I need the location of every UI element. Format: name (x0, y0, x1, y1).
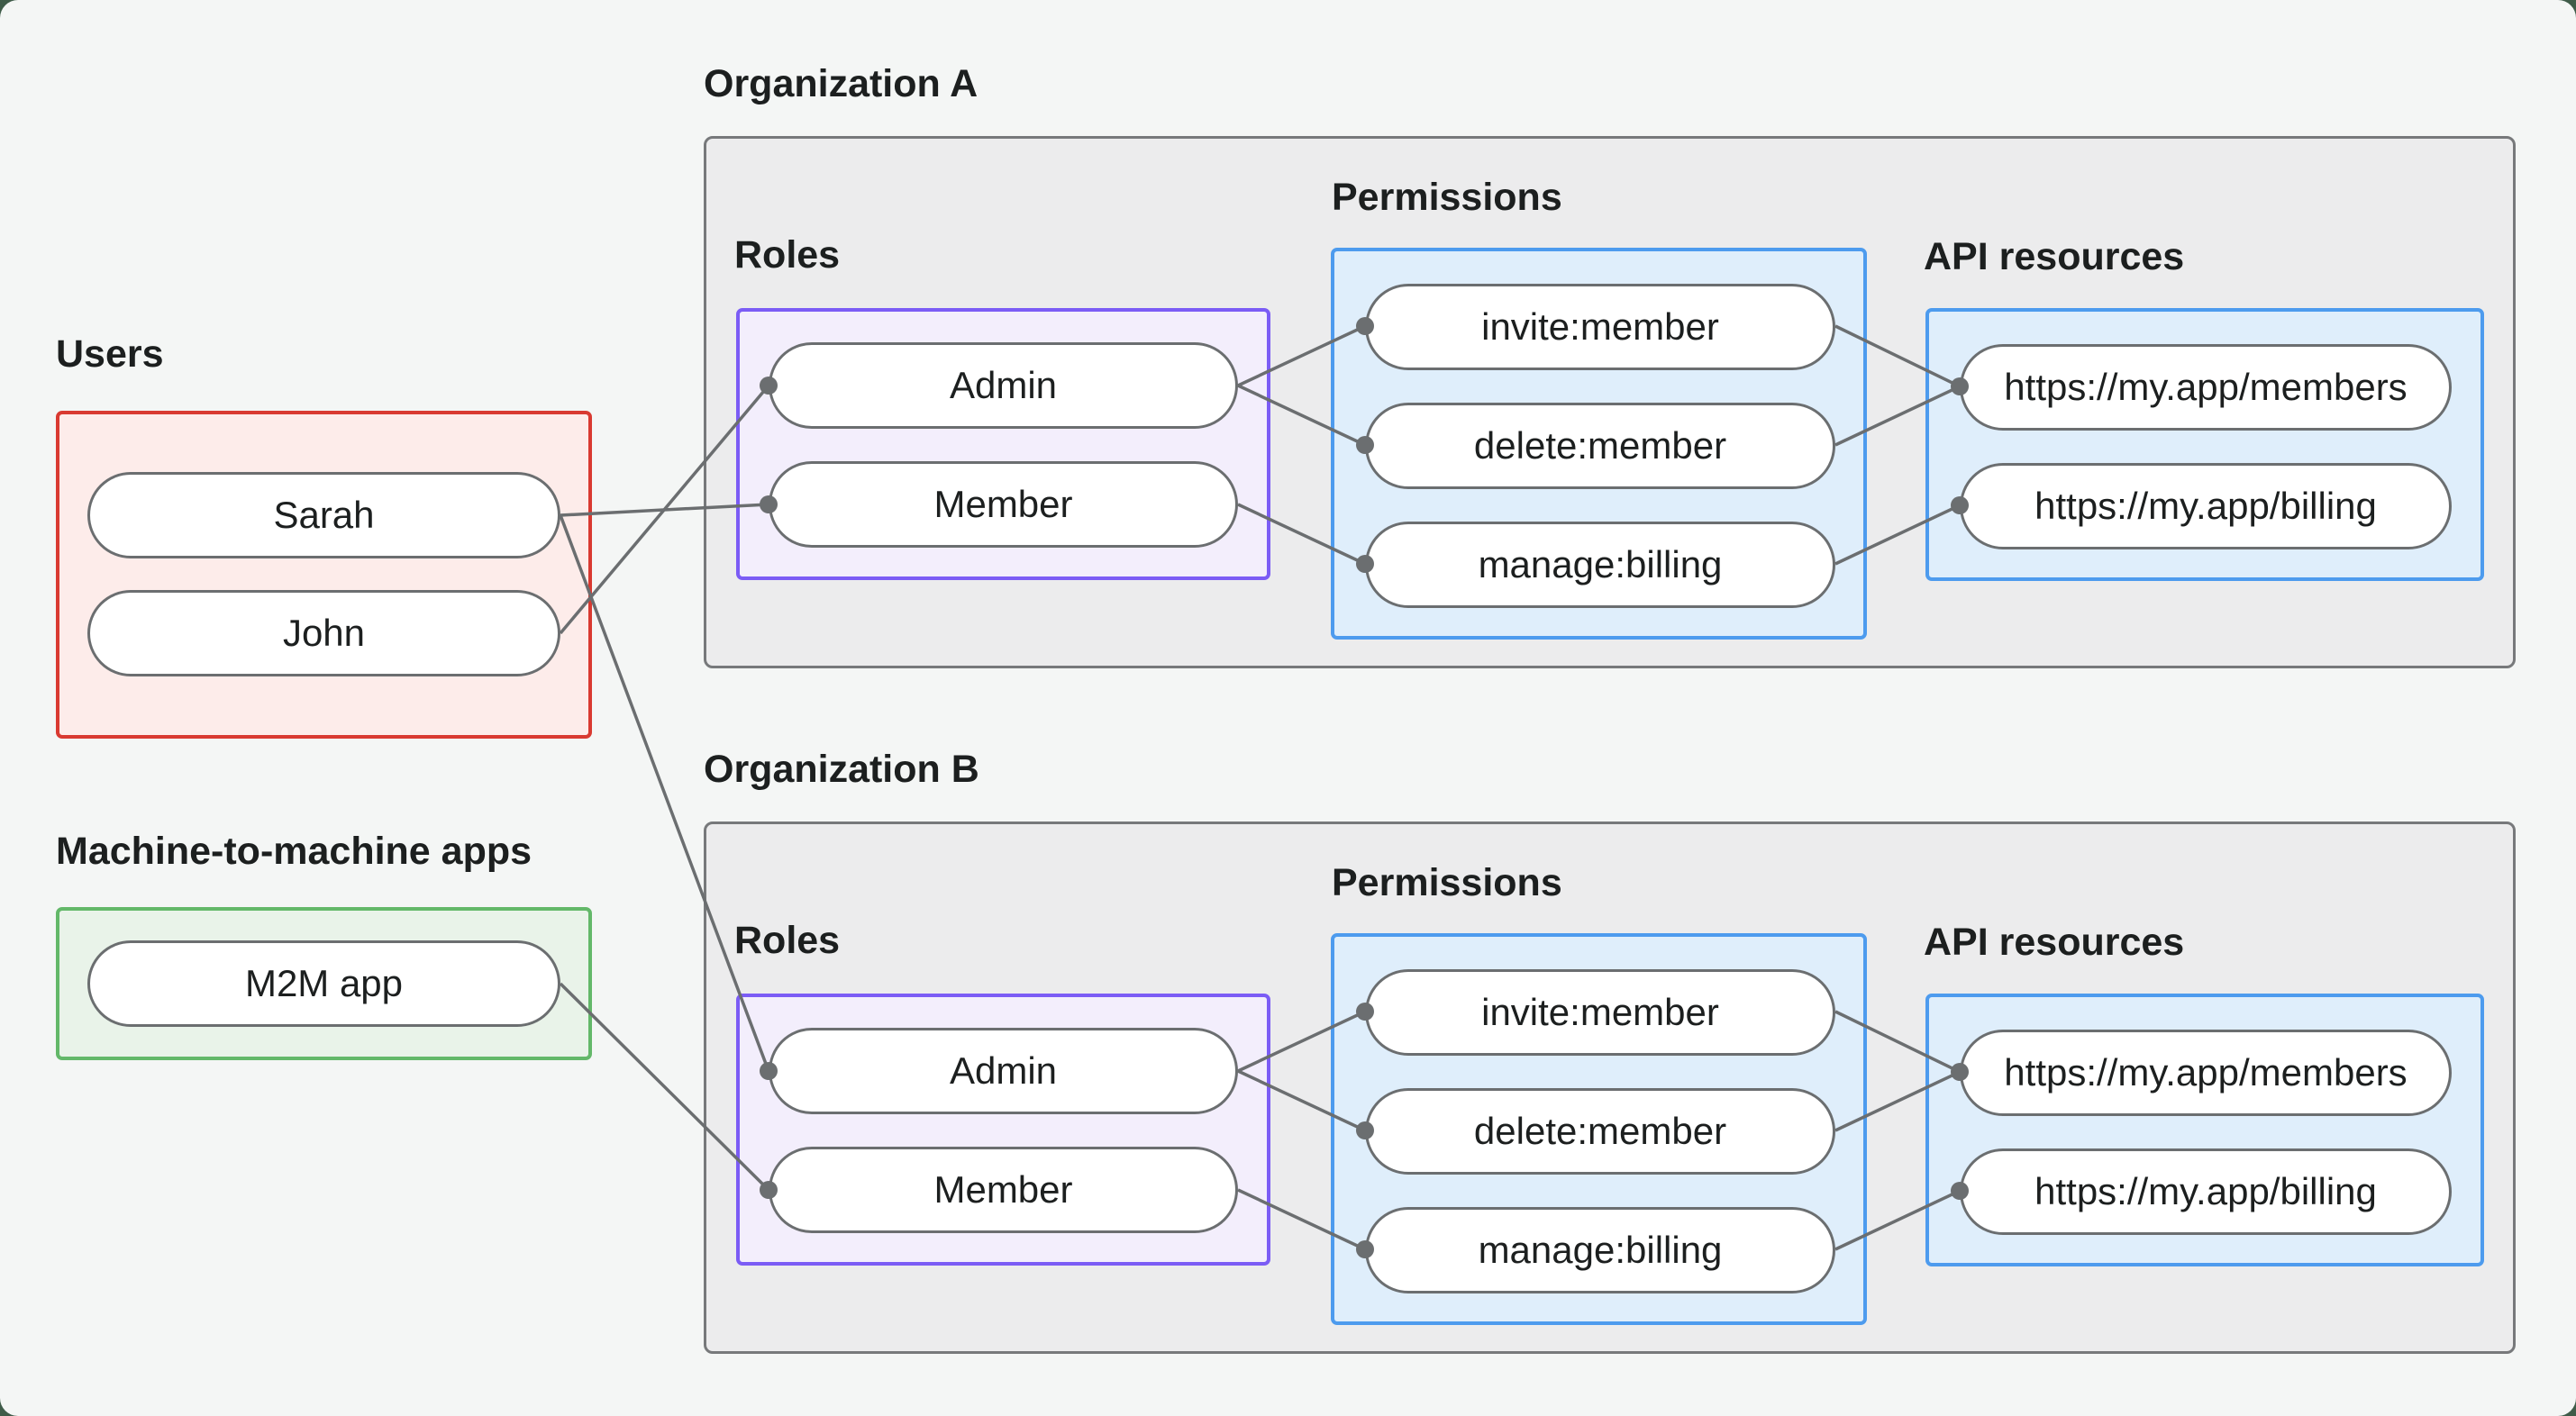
node-admin-a: Admin (769, 342, 1238, 429)
node-api-members-a: https://my.app/members (1960, 344, 2452, 431)
node-delete-member-a: delete:member (1365, 403, 1835, 489)
node-api-billing-a: https://my.app/billing (1960, 463, 2452, 549)
node-delete-member-b: delete:member (1365, 1088, 1835, 1175)
permissions-label-a: Permissions (1332, 176, 1562, 219)
node-john: John (87, 590, 560, 676)
organization-b-title: Organization B (704, 748, 979, 791)
node-admin-b: Admin (769, 1028, 1238, 1114)
api-resources-label-a: API resources (1924, 235, 2185, 278)
roles-label-a: Roles (734, 233, 841, 277)
m2m-section-label: Machine-to-machine apps (56, 830, 532, 873)
organization-a-section: Organization A Roles Admin Member Permis… (704, 63, 2516, 676)
users-section-label: Users (56, 332, 164, 376)
node-manage-billing-b: manage:billing (1365, 1207, 1835, 1293)
node-sarah: Sarah (87, 472, 560, 558)
node-invite-member-b: invite:member (1365, 969, 1835, 1056)
node-invite-member-a: invite:member (1365, 284, 1835, 370)
api-resources-label-b: API resources (1924, 921, 2185, 964)
roles-label-b: Roles (734, 919, 841, 962)
organization-b-section: Organization B Roles Admin Member Permis… (704, 749, 2516, 1361)
m2m-section: Machine-to-machine apps M2M app (56, 831, 592, 1063)
node-member-a: Member (769, 461, 1238, 548)
organization-a-title: Organization A (704, 62, 979, 105)
node-member-b: Member (769, 1147, 1238, 1233)
permissions-label-b: Permissions (1332, 861, 1562, 904)
node-manage-billing-a: manage:billing (1365, 522, 1835, 608)
node-m2m-app: M2M app (87, 940, 560, 1027)
node-api-billing-b: https://my.app/billing (1960, 1148, 2452, 1235)
node-api-members-b: https://my.app/members (1960, 1030, 2452, 1116)
users-section: Users Sarah John (56, 333, 592, 740)
users-group-box (56, 411, 592, 739)
